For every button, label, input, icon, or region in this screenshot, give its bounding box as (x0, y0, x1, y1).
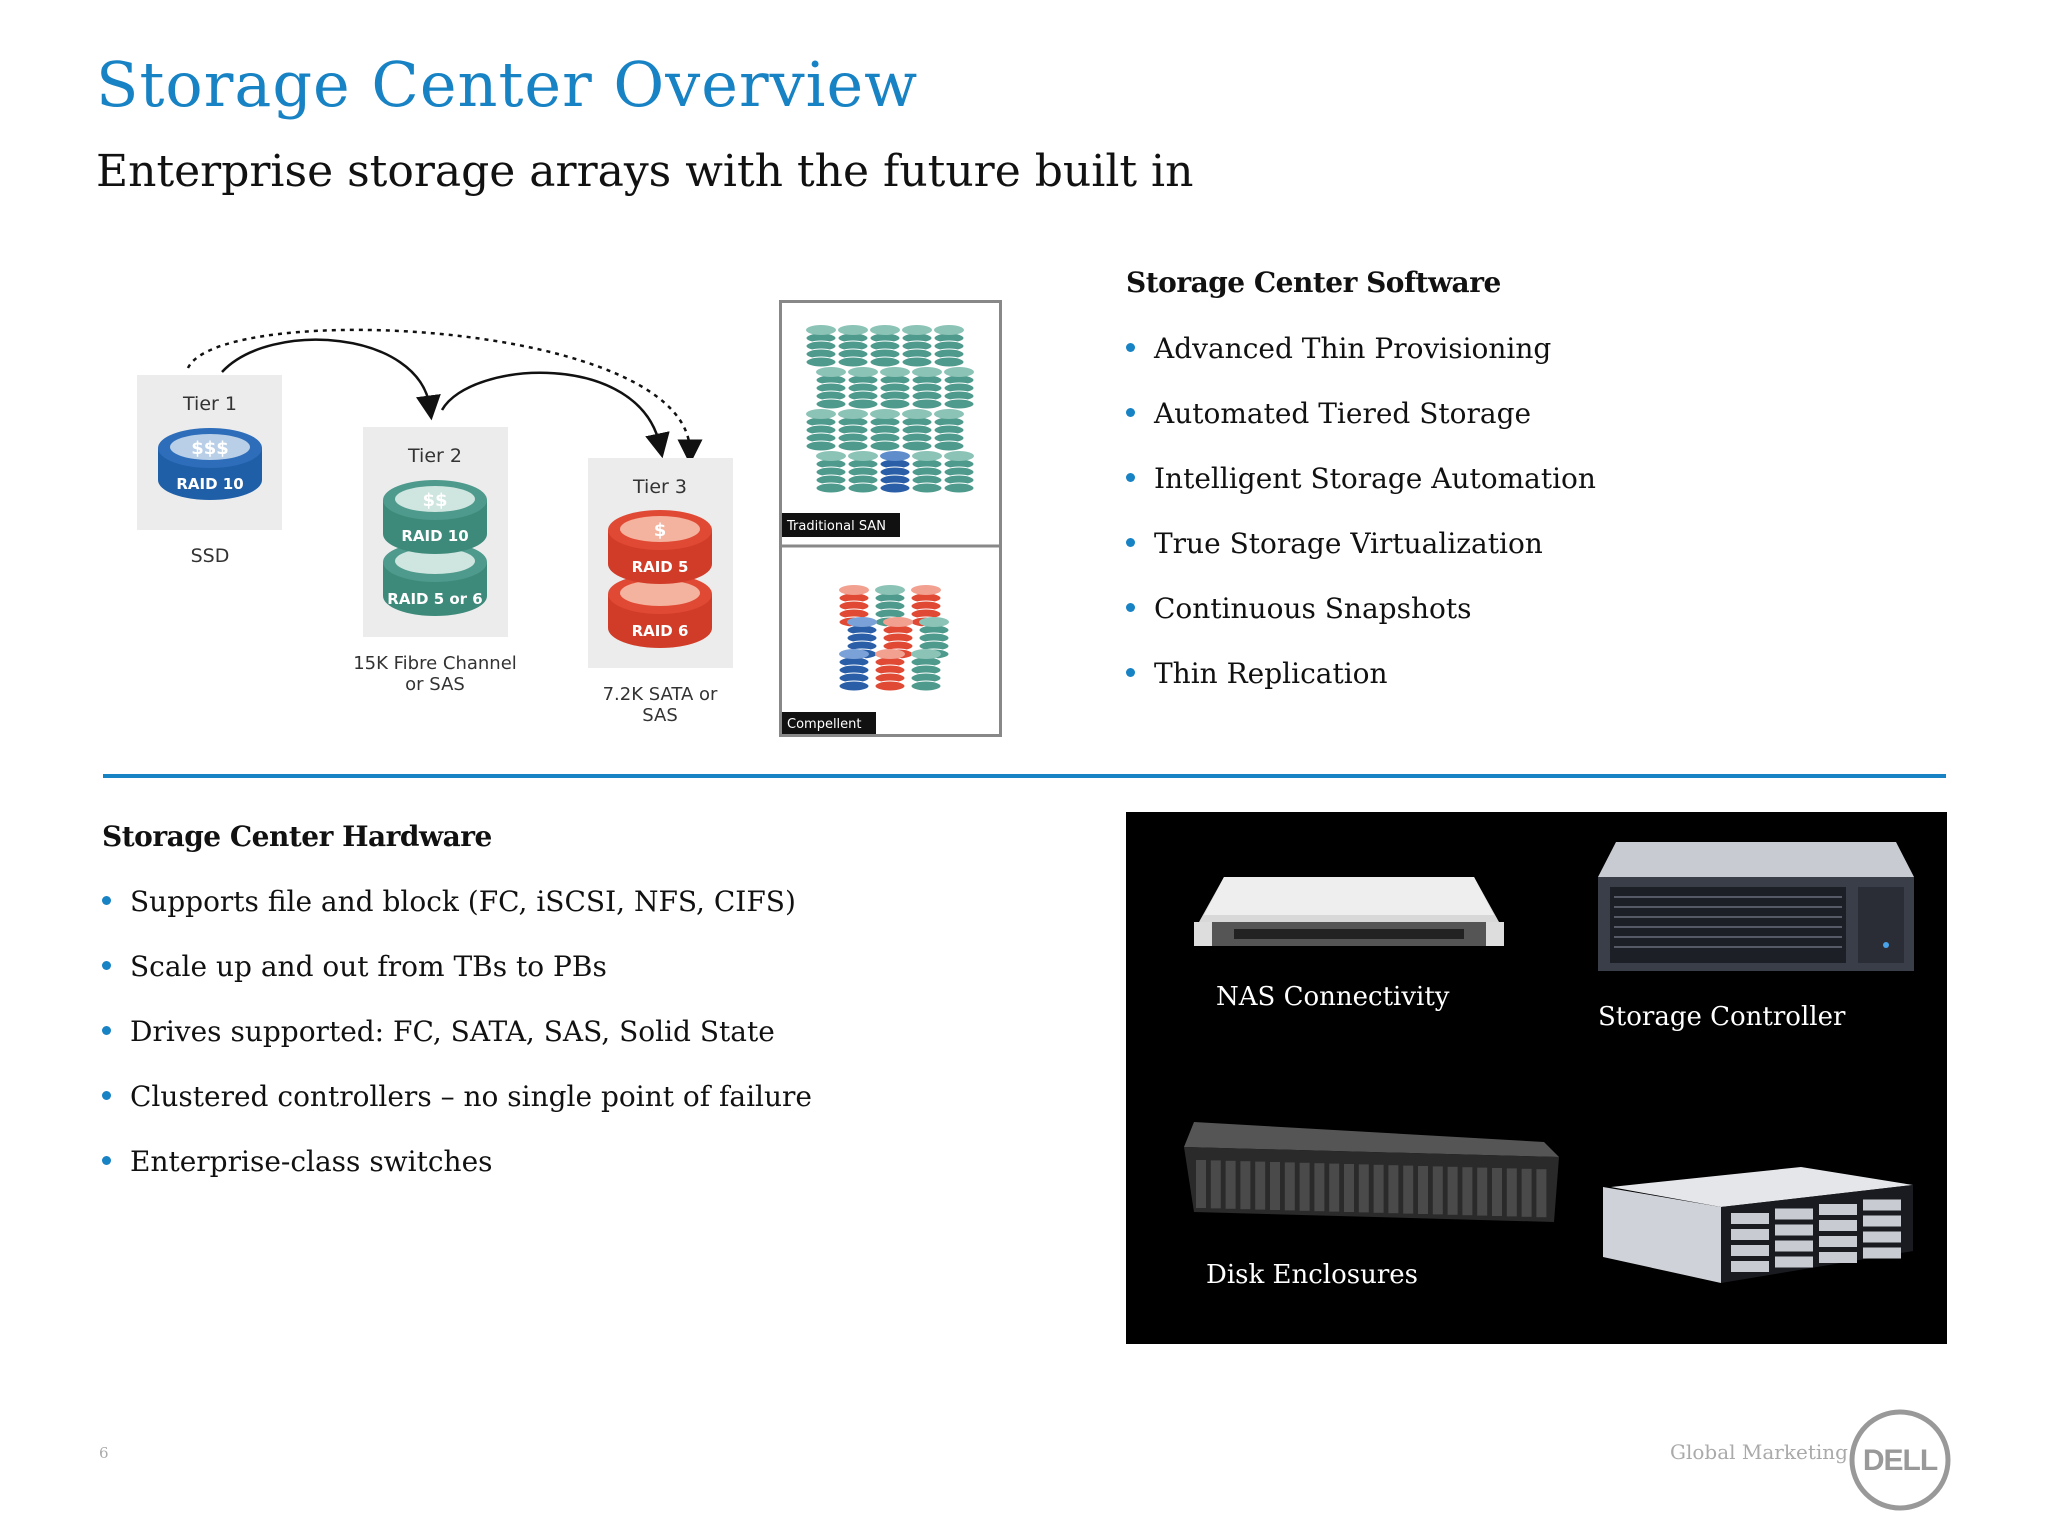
tier3-raid-top: RAID 5 (632, 558, 689, 576)
bullet-icon (1126, 473, 1135, 482)
footer-text: Global Marketing (1670, 1440, 1848, 1464)
bullet-icon (102, 1156, 111, 1165)
bullet-icon (102, 1026, 111, 1035)
list-item-text: Continuous Snapshots (1154, 592, 1472, 625)
tier1-cylinder (158, 428, 262, 500)
storage-controller-label: Storage Controller (1598, 1002, 1846, 1032)
arrow-tier2-tier3 (440, 371, 670, 459)
tier2-cylinder-bottom (383, 542, 487, 616)
tier2-symbol: $$ (422, 490, 447, 511)
list-item-text: Supports file and block (FC, iSCSI, NFS,… (130, 885, 796, 918)
dell-logo: DELL (1849, 1409, 1951, 1511)
list-item: Enterprise-class switches (102, 1142, 812, 1207)
storage-controller-image (1598, 842, 1914, 971)
tier3-cylinder-bottom (608, 574, 712, 648)
expansion-enclosure-image (1603, 1167, 1913, 1283)
tier3-media-line2: SAS (642, 705, 678, 726)
bullet-icon (1126, 603, 1135, 612)
tier2-media-line2: or SAS (405, 674, 465, 695)
disk-enclosure-image (1184, 1122, 1559, 1222)
arrow-dotted-tier1-tier3 (186, 328, 703, 465)
nas-connectivity-label: NAS Connectivity (1216, 982, 1450, 1012)
arrow-tier1-tier2 (221, 338, 441, 421)
tier2-raid-bottom: RAID 5 or 6 (387, 590, 482, 608)
list-item: Scale up and out from TBs to PBs (102, 947, 812, 1012)
page-number: 6 (99, 1444, 109, 1462)
list-item: Intelligent Storage Automation (1126, 459, 1596, 524)
san-comparison: Traditional SAN Compellent (779, 300, 1002, 737)
tier1-raid: RAID 10 (176, 475, 243, 493)
list-item-text: Advanced Thin Provisioning (1154, 332, 1552, 365)
tier3-symbol: $ (654, 520, 667, 541)
bullet-icon (102, 961, 111, 970)
list-item: Advanced Thin Provisioning (1126, 329, 1596, 394)
list-item-text: True Storage Virtualization (1154, 527, 1543, 560)
compellent-label: Compellent (787, 717, 862, 732)
tier1-media: SSD (191, 545, 230, 567)
tier2-label: Tier 2 (407, 445, 462, 467)
list-item-text: Intelligent Storage Automation (1154, 462, 1596, 495)
tier3-label: Tier 3 (632, 476, 687, 498)
list-item-text: Drives supported: FC, SATA, SAS, Solid S… (130, 1015, 775, 1048)
tier2-cylinder-top (383, 480, 487, 554)
tier3-media-line1: 7.2K SATA or (603, 684, 718, 705)
list-item: Drives supported: FC, SATA, SAS, Solid S… (102, 1012, 812, 1077)
list-item: Supports file and block (FC, iSCSI, NFS,… (102, 882, 812, 947)
list-item: Continuous Snapshots (1126, 589, 1596, 654)
bullet-icon (1126, 408, 1135, 417)
compellent-disks (838, 585, 950, 692)
list-item-text: Clustered controllers – no single point … (130, 1080, 812, 1113)
page-subtitle: Enterprise storage arrays with the futur… (96, 146, 1194, 197)
dell-logo-text: DELL (1863, 1444, 1938, 1477)
list-item-text: Scale up and out from TBs to PBs (130, 950, 607, 983)
list-item: True Storage Virtualization (1126, 524, 1596, 589)
nas-server-image (1194, 877, 1504, 946)
tier2-media-line1: 15K Fibre Channel (353, 653, 517, 674)
list-item-text: Automated Tiered Storage (1154, 397, 1532, 430)
tier3-raid-bottom: RAID 6 (632, 622, 689, 640)
list-item-text: Enterprise-class switches (130, 1145, 493, 1178)
list-item-text: Thin Replication (1154, 657, 1388, 690)
bullet-icon (1126, 538, 1135, 547)
tier1-label: Tier 1 (182, 393, 237, 415)
tier3-cylinder-top (608, 510, 712, 584)
list-item: Thin Replication (1126, 654, 1596, 719)
list-item: Automated Tiered Storage (1126, 394, 1596, 459)
bullet-icon (102, 1091, 111, 1100)
list-item: Clustered controllers – no single point … (102, 1077, 812, 1142)
tier1-symbol: $$$ (191, 438, 229, 459)
traditional-san-disks (805, 325, 975, 494)
traditional-san-label: Traditional SAN (786, 519, 886, 534)
hardware-list: Supports file and block (FC, iSCSI, NFS,… (102, 882, 812, 1207)
disk-enclosures-label: Disk Enclosures (1206, 1260, 1419, 1290)
bullet-icon (1126, 668, 1135, 677)
page-title: Storage Center Overview (96, 48, 919, 121)
section-divider (103, 774, 1946, 778)
bullet-icon (1126, 343, 1135, 352)
tier2-raid-top: RAID 10 (401, 527, 468, 545)
software-heading: Storage Center Software (1126, 266, 1501, 299)
hardware-image-panel: NAS Connectivity Storage Controller Disk… (1126, 812, 1947, 1344)
hardware-heading: Storage Center Hardware (102, 820, 492, 853)
tier-diagram: Tier 1 $$$ RAID 10 SSD Tier 2 $$ RAID 10… (137, 328, 733, 726)
bullet-icon (102, 896, 111, 905)
